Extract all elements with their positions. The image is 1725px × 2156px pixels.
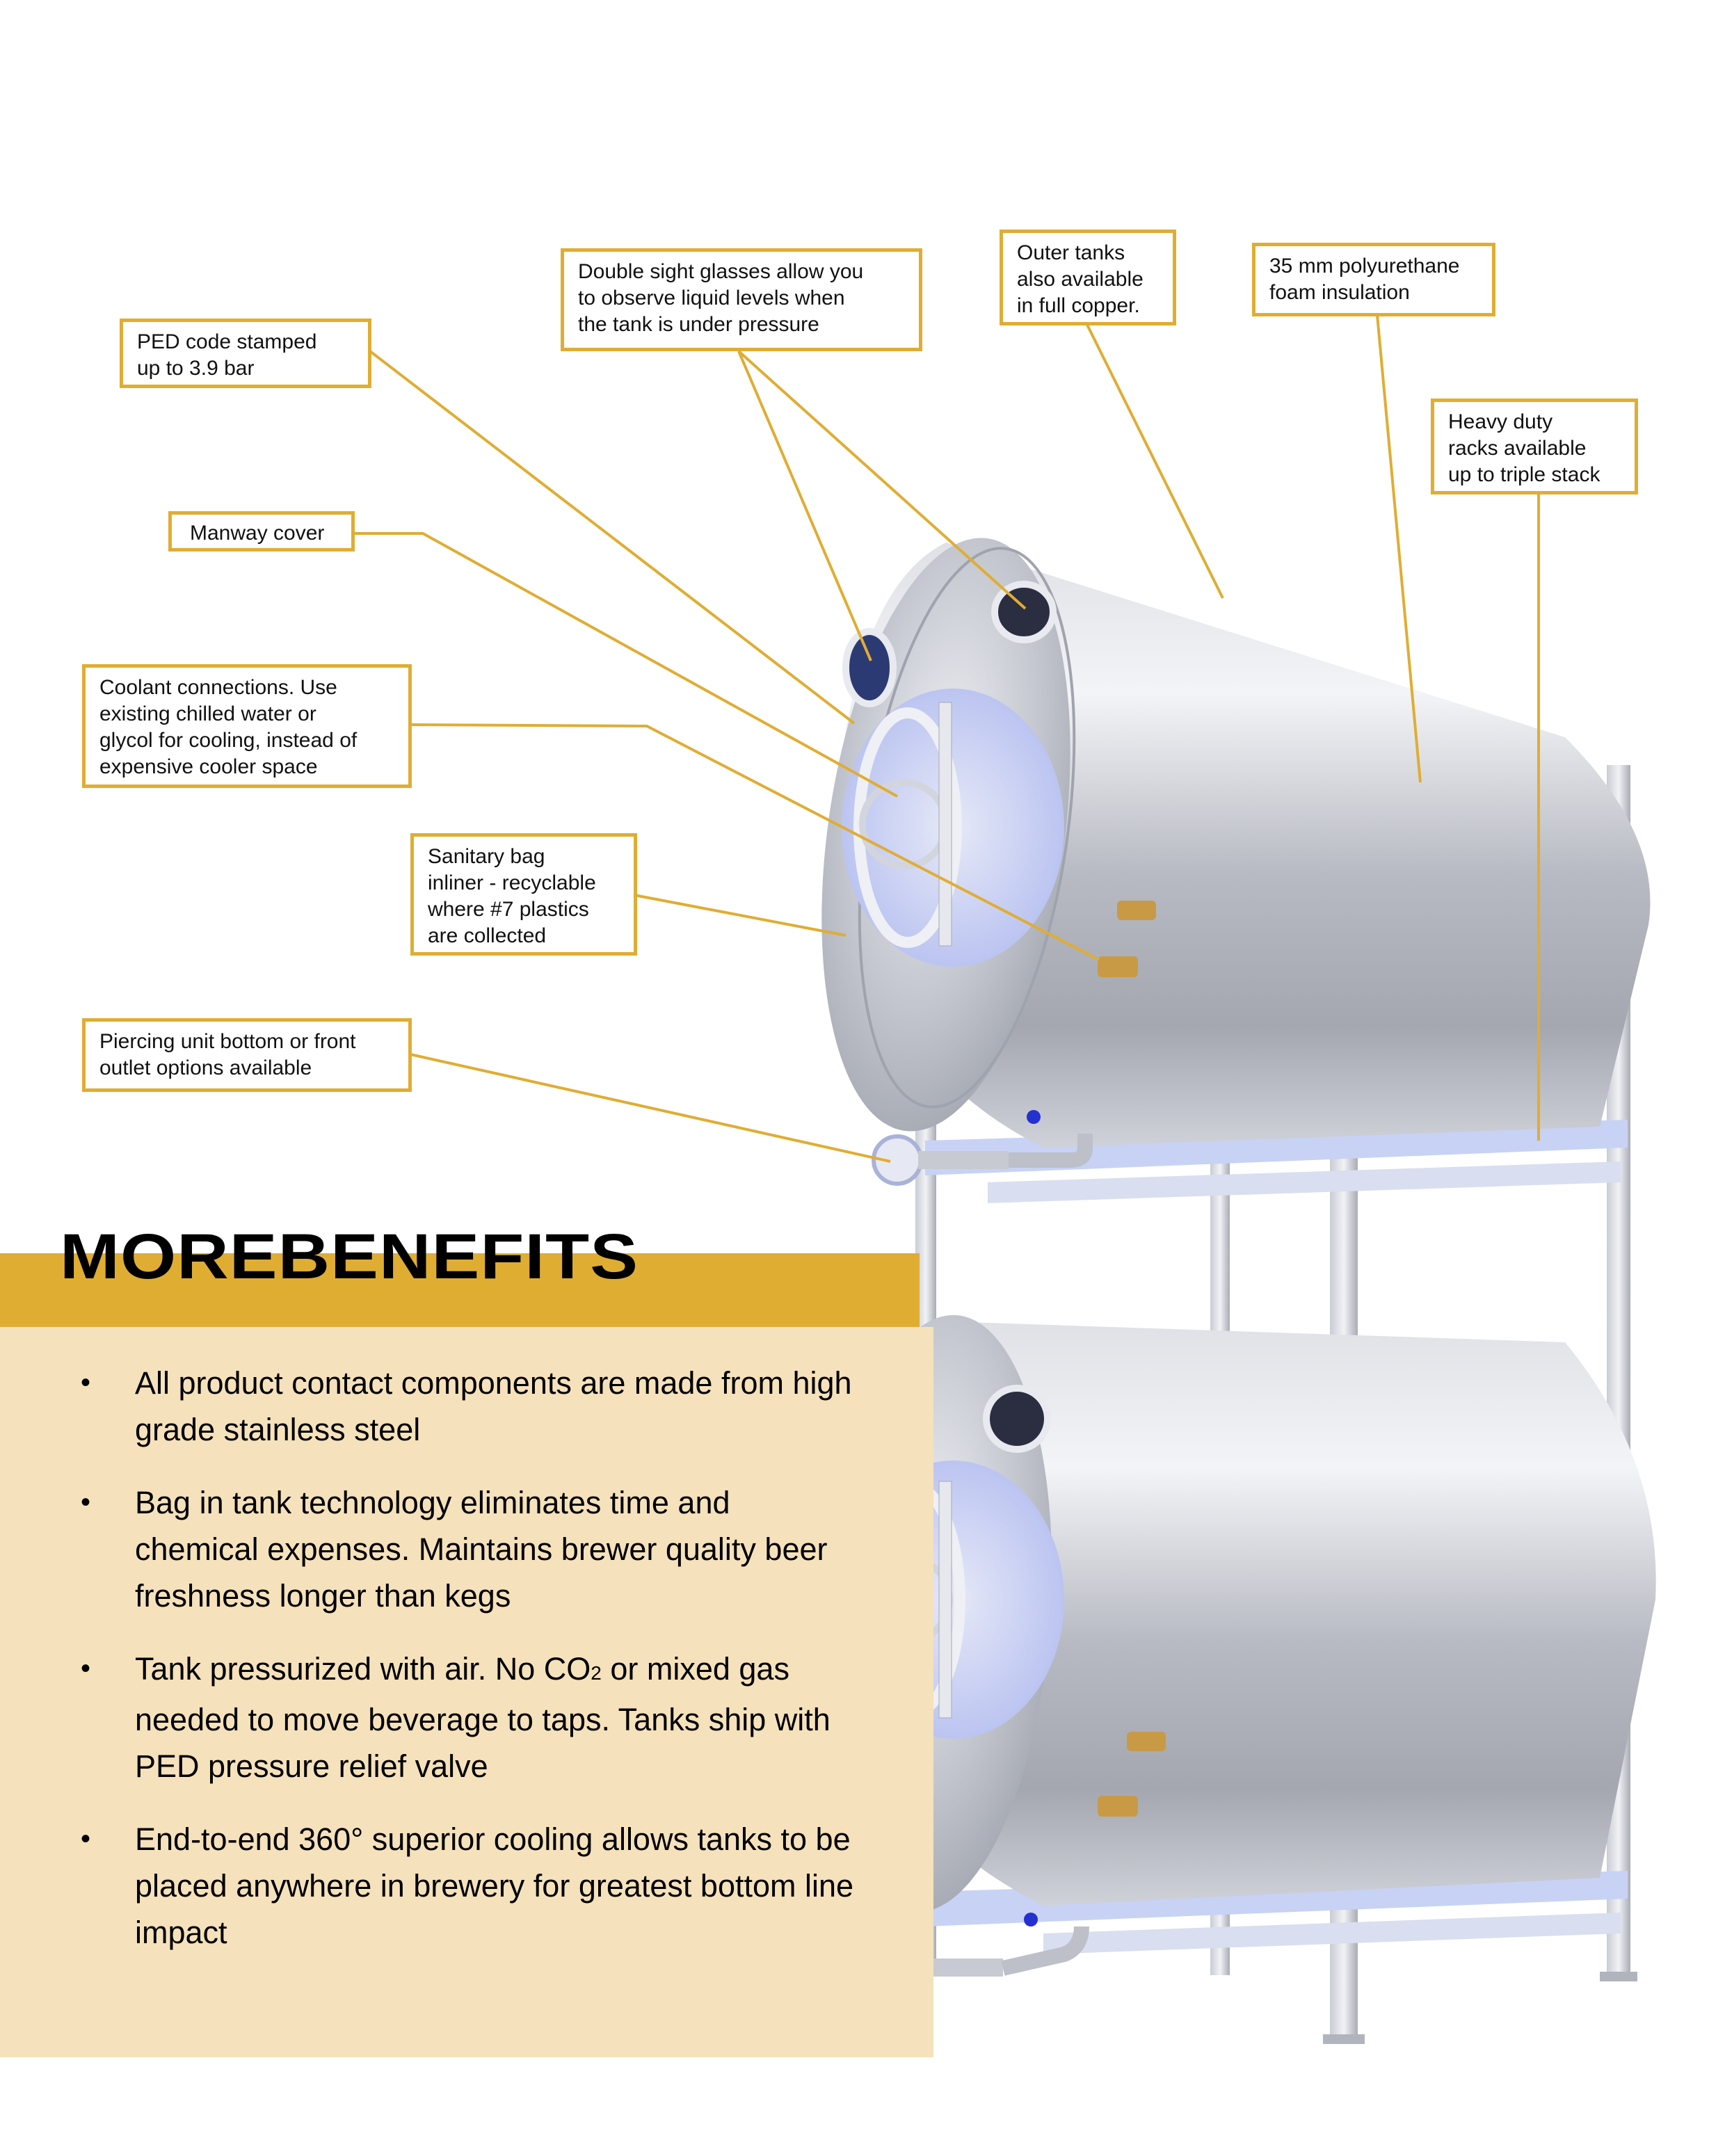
benefit-item: • Bag in tank technology eliminates time…: [77, 1479, 856, 1619]
benefit-text: End-to-end 360° superior cooling allows …: [135, 1821, 854, 1950]
benefit-item: • All product contact components are mad…: [77, 1360, 856, 1453]
callout-heavy-duty-racks: Heavy duty racks available up to triple …: [1431, 399, 1638, 494]
callout-sanitary-bag-inliner: Sanitary bag inliner - recyclable where …: [410, 833, 637, 956]
callout-manway-cover: Manway cover: [168, 511, 355, 552]
benefits-title-band: [0, 1253, 920, 1327]
benefit-text: Bag in tank technology eliminates time a…: [135, 1485, 828, 1614]
bullet-icon: •: [81, 1487, 91, 1518]
callout-insulation: 35 mm polyurethane foam insulation: [1252, 243, 1495, 316]
callout-piercing-unit: Piercing unit bottom or front outlet opt…: [82, 1018, 412, 1092]
callout-leader-lines: [352, 314, 1540, 1163]
callout-coolant-connections: Coolant connections. Use existing chille…: [82, 664, 412, 788]
benefit-text-part: Tank pressurized with air. No CO: [135, 1651, 591, 1687]
benefit-item: • End-to-end 360° superior cooling allow…: [77, 1816, 856, 1956]
co2-subscript: 2: [591, 1662, 602, 1684]
bullet-icon: •: [81, 1653, 91, 1684]
callout-outer-tanks-copper: Outer tanks also available in full coppe…: [1000, 230, 1176, 325]
benefit-text: All product contact components are made …: [135, 1365, 852, 1447]
benefits-title: MOREBENEFITS: [60, 1221, 639, 1292]
bullet-icon: •: [81, 1824, 91, 1854]
benefit-text-part: or mixed gas needed to move beverage to …: [135, 1651, 831, 1784]
benefits-list: • All product contact components are mad…: [77, 1360, 856, 1982]
benefits-panel: [0, 1327, 933, 2057]
callout-ped-code: PED code stamped up to 3.9 bar: [120, 319, 371, 388]
upper-tank: [821, 538, 1651, 1186]
benefit-text: Tank pressurized with air. No CO2 or mix…: [135, 1651, 831, 1784]
piercing-unit: [872, 1134, 1093, 1186]
bullet-icon: •: [81, 1367, 91, 1398]
callout-sight-glasses: Double sight glasses allow you to observ…: [561, 248, 922, 351]
benefit-item: • Tank pressurized with air. No CO2 or m…: [77, 1646, 856, 1789]
